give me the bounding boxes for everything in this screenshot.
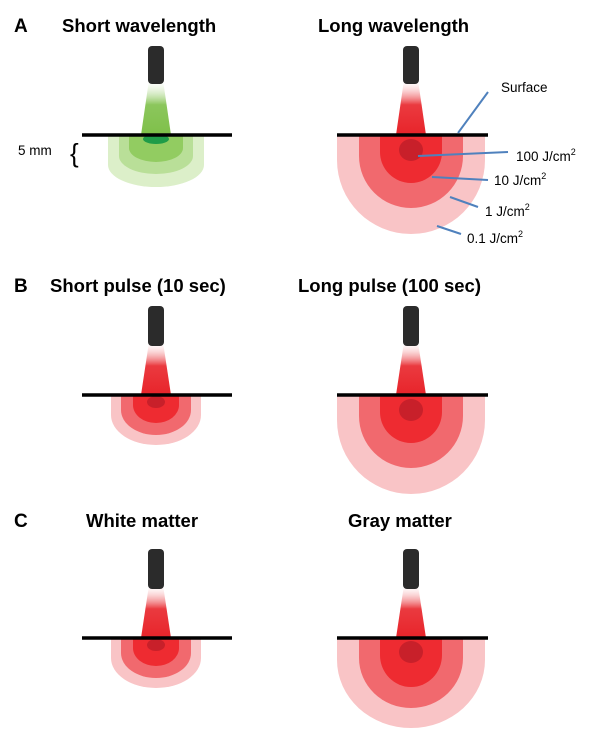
fluence-sup-100: 2 — [571, 147, 576, 157]
surface-label: Surface — [501, 80, 548, 95]
penetration-zone-core — [399, 139, 423, 161]
light-beam — [141, 342, 171, 395]
fluence-sup-10: 2 — [541, 171, 546, 181]
panel-c-left-title: White matter — [86, 510, 198, 531]
panel-a-short-wavelength-illustration: 5 mm { — [18, 46, 232, 187]
fluence-label-100: 100 J/cm2 — [516, 147, 576, 164]
fluence-pointer-10 — [431, 176, 489, 181]
penetration-zone-inner — [129, 135, 183, 162]
fluence-value-0-1: 0.1 J/cm — [467, 231, 518, 246]
depth-brace: { — [70, 138, 79, 168]
depth-label: 5 mm — [18, 143, 52, 158]
penetration-zone-core — [147, 396, 165, 408]
light-beam — [396, 585, 426, 638]
panel-b-long-pulse-illustration — [337, 306, 488, 494]
fluence-value-10: 10 J/cm — [494, 173, 541, 188]
fluence-pointer-100 — [417, 151, 509, 157]
light-probe — [403, 306, 419, 346]
light-beam — [396, 80, 426, 135]
light-beam — [141, 585, 171, 638]
panel-b-right-title: Long pulse (100 sec) — [298, 275, 481, 296]
surface-pointer — [457, 91, 489, 134]
light-probe — [148, 549, 164, 589]
penetration-zone-inner — [133, 395, 179, 423]
light-probe — [148, 46, 164, 84]
fluence-pointer-0-1 — [436, 225, 462, 235]
panel-c-white-matter-illustration — [82, 549, 232, 688]
penetration-zone-core — [399, 641, 423, 663]
panel-b-left-title: Short pulse (10 sec) — [50, 275, 226, 296]
panel-a-long-wavelength-illustration: Surface 100 J/cm2 10 J/cm2 1 J/cm2 0.1 J… — [337, 46, 576, 246]
light-beam — [141, 80, 171, 135]
penetration-zone-core — [399, 399, 423, 421]
panel-c-gray-matter-illustration — [337, 549, 488, 728]
fluence-sup-0-1: 2 — [518, 229, 523, 239]
panel-letter-c: C — [14, 511, 28, 532]
fluence-sup-1: 2 — [525, 202, 530, 212]
fluence-label-0-1: 0.1 J/cm2 — [467, 229, 523, 246]
light-probe — [148, 306, 164, 346]
fluence-label-10: 10 J/cm2 — [494, 171, 546, 188]
fluence-label-1: 1 J/cm2 — [485, 202, 530, 219]
fluence-value-100: 100 J/cm — [516, 149, 571, 164]
panel-a-left-title: Short wavelength — [62, 15, 216, 36]
panel-letter-a: A — [14, 16, 28, 37]
panel-b-short-pulse-illustration — [82, 306, 232, 445]
penetration-zone-core — [147, 639, 165, 651]
panel-a-right-title: Long wavelength — [318, 15, 469, 36]
light-probe — [403, 46, 419, 84]
penetration-zone-inner — [133, 638, 179, 666]
panel-c-right-title: Gray matter — [348, 510, 452, 531]
light-beam — [396, 342, 426, 395]
panel-letter-b: B — [14, 276, 28, 297]
light-probe — [403, 549, 419, 589]
fluence-pointer-1 — [449, 196, 479, 208]
fluence-value-1: 1 J/cm — [485, 204, 525, 219]
